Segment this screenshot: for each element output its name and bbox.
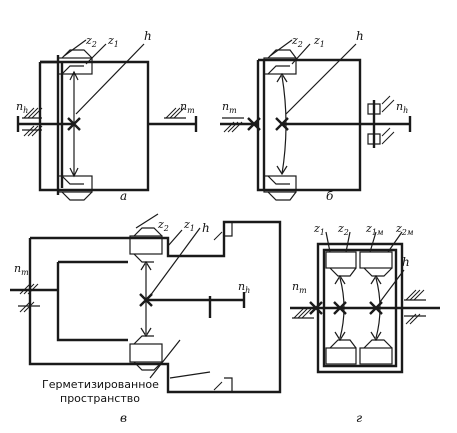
diagram-v-caption: в (120, 411, 127, 425)
svg-text:z2: z2 (85, 34, 97, 49)
diagram-a-housing (38, 60, 150, 192)
svg-text:z1м: z1м (365, 222, 384, 237)
svg-text:nh: nh (16, 100, 28, 115)
diagram-g-housing (316, 242, 404, 374)
svg-text:nт: nт (14, 262, 29, 277)
diagram-a-h-leader (75, 43, 145, 115)
diagram-g: z1 z2 z1м z2м h nт г (290, 222, 440, 425)
svg-text:nт: nт (222, 100, 237, 115)
diagram-v-label-nt: n (14, 262, 21, 275)
diagram-b-h-leader (285, 43, 357, 115)
svg-text:nт: nт (180, 100, 195, 115)
diagram-g-label-h: h (402, 255, 410, 269)
diagram-g-label-z2: z (337, 222, 344, 235)
diagram-v: z2 z1 h nт nh Герметизированное простран… (10, 213, 282, 425)
diagram-b-label-nh: n (396, 100, 403, 113)
diagram-b-label-h: h (356, 29, 364, 43)
diagram-a-label-z2: z (85, 34, 92, 47)
svg-text:z2: z2 (337, 222, 349, 237)
svg-text:nh: nh (238, 280, 250, 295)
svg-text:z2: z2 (291, 34, 303, 49)
diagram-g-label-z1m: z (365, 222, 372, 235)
diagram-g-label-z2m: z (395, 222, 402, 235)
diagram-v-housing-inner (56, 260, 128, 342)
svg-text:z2м: z2м (395, 222, 414, 237)
diagram-g-h-leader (379, 269, 405, 303)
diagram-v-housing-outer (28, 220, 282, 394)
svg-text:z1: z1 (107, 34, 119, 49)
diagram-v-label-z1: z (183, 218, 190, 231)
diagram-v-label-z2: z (157, 218, 164, 231)
diagram-a-label-nt: n (180, 100, 187, 113)
diagram-g-label-nt: n (292, 280, 299, 293)
diagram-b-label-z1: z (313, 34, 320, 47)
diagram-b-caption: б (326, 189, 334, 203)
svg-text:nh: nh (396, 100, 408, 115)
svg-text:z1: z1 (313, 34, 325, 49)
diagram-g-label-z1: z (313, 222, 320, 235)
diagram-b-housing (256, 58, 362, 192)
diagram-v-label-h: h (202, 221, 210, 235)
diagram-a: z2 z1 h nh nт а (16, 29, 198, 203)
svg-text:nт: nт (292, 280, 307, 295)
diagram-a-label-nh: n (16, 100, 23, 113)
diagram-g-caption: г (356, 411, 362, 425)
diagram-a-caption: а (120, 189, 127, 203)
diagram-v-label-nh: n (238, 280, 245, 293)
diagram-b-label-nt: n (222, 100, 229, 113)
diagram-v-h-leader (149, 227, 201, 297)
diagram-a-label-h: h (144, 29, 152, 43)
svg-text:z2: z2 (157, 218, 169, 233)
svg-text:z1: z1 (313, 222, 325, 237)
diagram-v-annotation-line2: пространство (60, 392, 140, 405)
diagram-a-label-z1: z (107, 34, 114, 47)
svg-text:z1: z1 (183, 218, 195, 233)
diagram-b: z2 z1 h nт nh б (220, 29, 412, 203)
diagram-b-label-z2: z (291, 34, 298, 47)
diagram-v-annotation-line1: Герметизированное (42, 378, 159, 391)
